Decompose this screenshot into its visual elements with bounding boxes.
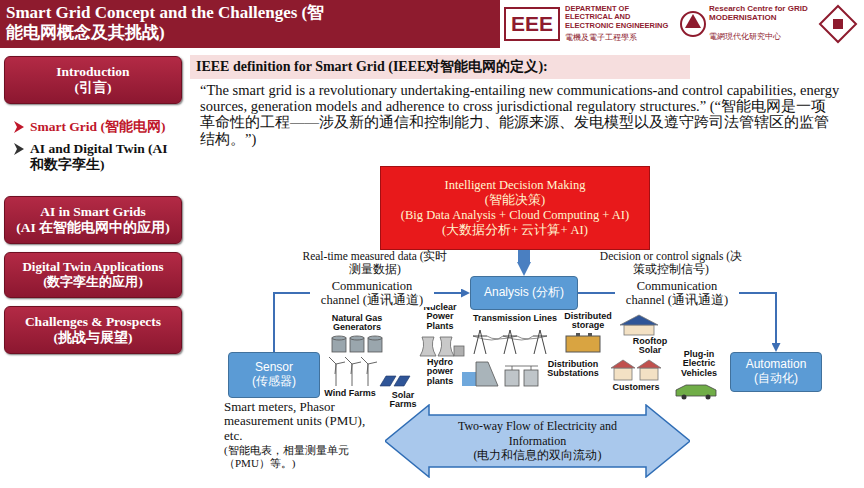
illustration-label: Hydro power plants	[420, 358, 460, 386]
connector-label: Communication channel (通讯通道)	[310, 279, 434, 308]
bullet-markers	[14, 121, 24, 155]
heading-band: IEEE definition for Smart Grid (IEEE对智能电…	[190, 55, 690, 79]
node-text: IEEE definition for Smart Grid (IEEE对智能电…	[196, 58, 548, 76]
connector-label: Communication channel (通讯通道)	[615, 279, 739, 308]
illustration-label: Solar Farms	[378, 391, 428, 410]
customer-houses	[611, 360, 661, 380]
hydro-dam	[462, 362, 498, 386]
node-text: (智能决策)	[485, 193, 545, 208]
connector-arrow	[518, 250, 530, 262]
illustration-label: Natural Gas Generators	[326, 314, 388, 333]
transmission-towers	[473, 330, 547, 354]
menu-bullet: AI and Digital Twin (AI和数字孪生)	[30, 141, 180, 172]
eee-logo-frame	[505, 8, 559, 40]
node-text: Two-way Flow of Electricity and Informat…	[437, 419, 638, 448]
solar-panels	[380, 376, 410, 386]
node-text: Automation	[746, 358, 807, 372]
department-name-chinese: 電機及電子工程學系	[565, 34, 677, 43]
illustration-label: Distribution Substations	[540, 360, 606, 379]
node-text: (引言)	[75, 80, 112, 96]
node-text: Analysis (分析)	[484, 286, 564, 300]
process-box: Automation(自动化)	[730, 352, 822, 392]
illustration-label: Transmission Lines	[470, 314, 560, 323]
logo-panel	[500, 0, 864, 48]
illustration-label: Customers	[608, 383, 664, 392]
node-text: Sensor	[255, 361, 293, 375]
polyu-logo	[820, 6, 856, 42]
node-text: (数字孪生的应用)	[43, 275, 143, 290]
menu-bullet: Smart Grid (智能电网)	[30, 119, 182, 135]
centre-name-chinese: 電網現代化研究中心	[709, 33, 813, 42]
storage-battery	[566, 333, 600, 352]
menu-box: Introduction(引言)	[4, 56, 182, 104]
node-text: Intelligent Decision Making	[445, 178, 586, 193]
menu-box: Challenges & Prospects(挑战与展望)	[4, 306, 182, 354]
node-text: Digital Twin Applications	[22, 260, 163, 275]
illustration-label: Wind Farms	[322, 389, 378, 398]
process-box: Sensor(传感器)	[228, 352, 320, 398]
node-text: (Big Data Analysis + Cloud Computing + A…	[401, 208, 629, 223]
node-text: (大数据分析+ 云计算+ AI)	[442, 223, 588, 238]
electric-car	[676, 385, 716, 400]
menu-box: Digital Twin Applications(数字孪生的应用)	[4, 252, 182, 298]
node-text: (挑战与展望)	[54, 330, 133, 346]
sensor-note-chinese: (智能电表，相量测量单元（PMU）等。)	[224, 444, 380, 469]
double-arrow: Two-way Flow of Electricity and Informat…	[385, 404, 690, 478]
header-bar	[0, 0, 864, 48]
illustration-label: Plug-in Electric Vehicles	[676, 350, 722, 378]
slide-title: Smart Grid Concept and the Challenges (智…	[6, 3, 336, 44]
logo-text: EEE	[508, 11, 556, 36]
signal-label: Real-time measured data (实时测量数据)	[300, 250, 450, 275]
process-box: Analysis (分析)	[470, 276, 578, 310]
centre-name: Research Centre for GRID MODERNISATION	[709, 4, 813, 22]
node-text: AI in Smart Grids	[40, 204, 145, 220]
node-text: (电力和信息的双向流动)	[474, 448, 602, 462]
sensor-note: Smart meters, Phasor measurement units (…	[224, 400, 380, 443]
illustration-label: Rooftop Solar	[628, 337, 672, 356]
double-arrow-shape	[385, 405, 690, 477]
node-text: (AI 在智能电网中的应用)	[16, 220, 169, 236]
menu-box: AI in Smart Grids(AI 在智能电网中的应用)	[4, 196, 182, 244]
wind-turbines	[329, 357, 377, 386]
definition-quote: “The smart grid is a revolutionary under…	[200, 82, 840, 147]
illustration-label: Distributed storage	[562, 312, 614, 331]
node-text: Introduction	[56, 64, 129, 80]
rooftop-solar-house	[620, 315, 658, 335]
nuclear-plant	[420, 337, 464, 356]
decision-box: Intelligent Decision Making(智能决策)(Big Da…	[380, 166, 650, 250]
research-centre-logo	[681, 12, 705, 36]
node-text: (传感器)	[252, 375, 296, 389]
node-text: Challenges & Prospects	[25, 314, 161, 330]
gas-generators	[332, 336, 382, 352]
node-text: (自动化)	[754, 372, 798, 386]
signal-label: Decision or control signals (决策或控制信号)	[596, 250, 746, 275]
substation	[505, 366, 538, 386]
department-name: DEPARTMENT OF ELECTRICAL AND ELECTRONIC …	[565, 5, 677, 30]
